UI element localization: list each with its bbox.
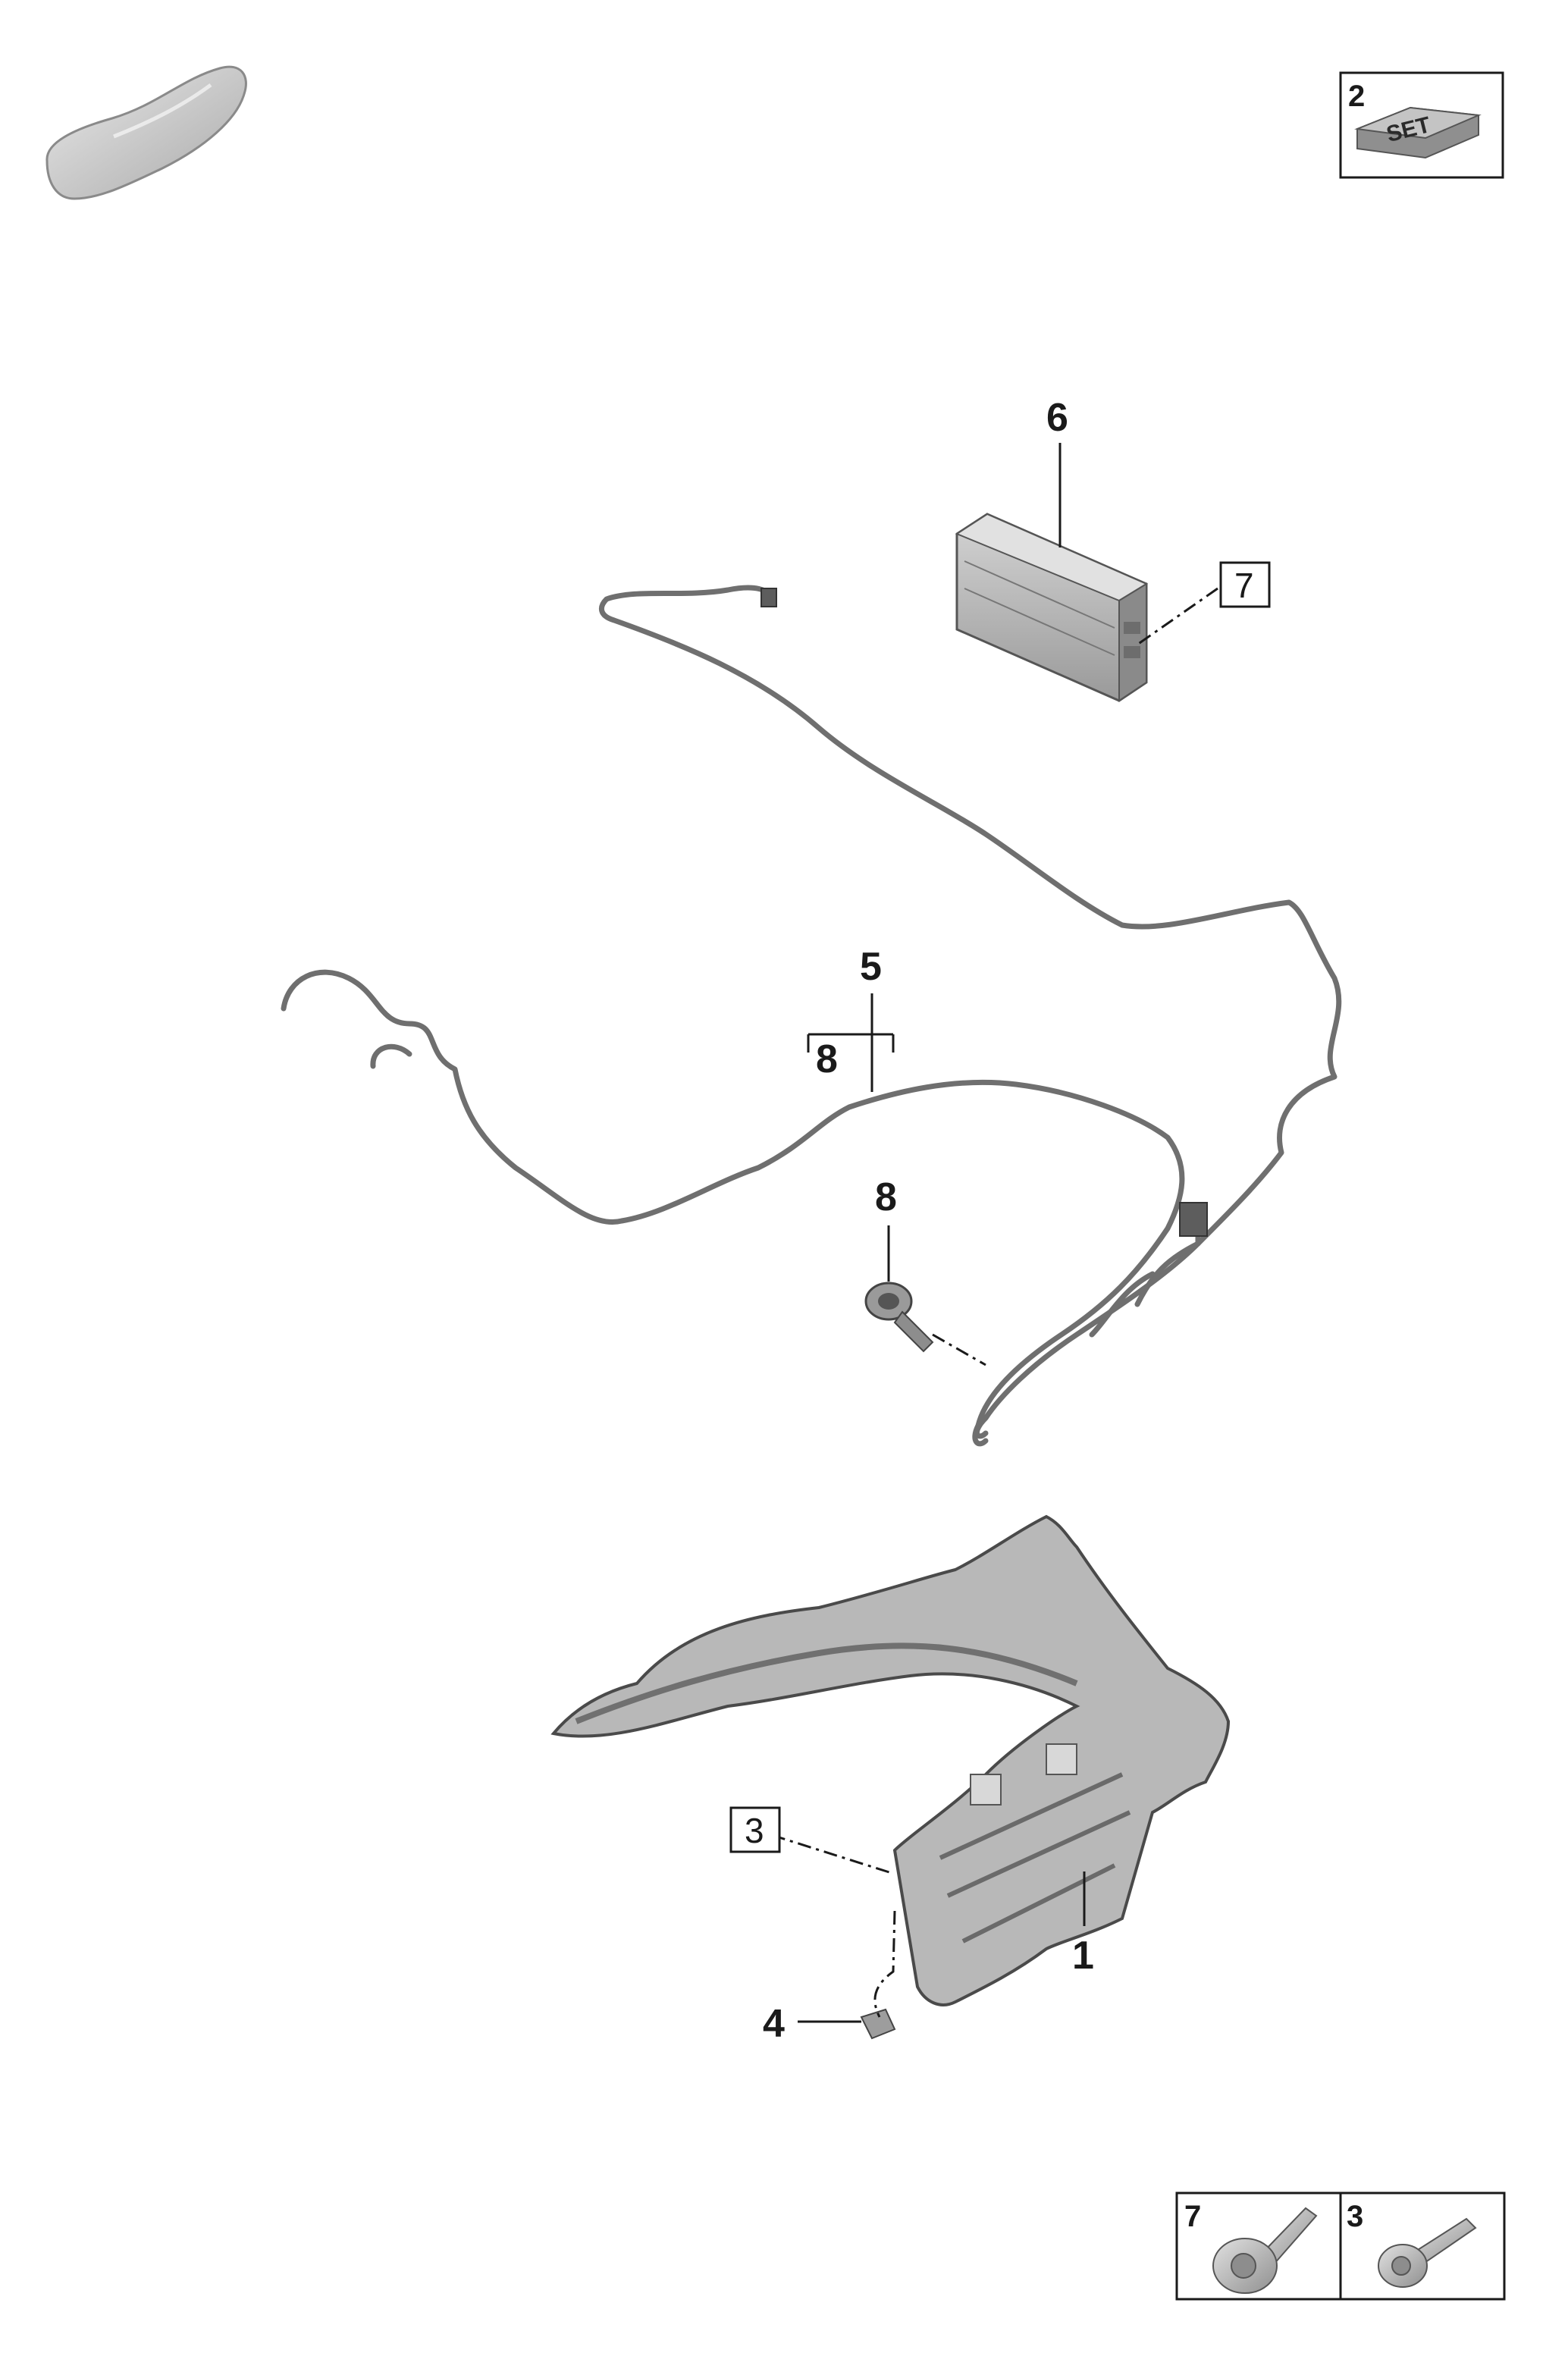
control-unit-illustration xyxy=(955,513,1149,702)
set-badge-number: 2 xyxy=(1348,80,1365,113)
car-model-icon xyxy=(45,65,247,200)
harness-connector xyxy=(760,588,1208,1237)
roof-frame-illustration xyxy=(550,1514,1231,2006)
boxed-ref-3-label: 3 xyxy=(745,1811,764,1850)
boxed-ref-7: 7 xyxy=(1219,561,1271,608)
callout-6: 6 xyxy=(1046,396,1068,440)
callout-8: 8 xyxy=(875,1175,897,1219)
fastener-legend-number-3: 3 xyxy=(1347,2200,1363,2233)
bracket-illustration xyxy=(860,2008,896,2040)
fastener-legend-number-7: 7 xyxy=(1184,2200,1201,2233)
callout-1: 1 xyxy=(1072,1934,1094,1978)
set-badge: 2 SET xyxy=(1339,71,1504,179)
torx-screw-icon xyxy=(1378,2217,1477,2288)
callout-4: 4 xyxy=(763,2002,785,2046)
clip-illustration xyxy=(864,1282,934,1353)
fastener-legend: 7 3 xyxy=(1175,2191,1506,2301)
flange-bolt-icon xyxy=(1212,2207,1318,2294)
leader-lines xyxy=(798,443,1086,2023)
callout-5: 5 xyxy=(860,945,882,989)
wiring-harness-illustration xyxy=(281,585,1342,1447)
boxed-ref-3: 3 xyxy=(729,1806,781,1853)
callout-8-sub: 8 xyxy=(816,1037,838,1081)
dash-dot-leaders xyxy=(771,587,1218,2018)
boxed-ref-7-label: 7 xyxy=(1234,566,1254,605)
